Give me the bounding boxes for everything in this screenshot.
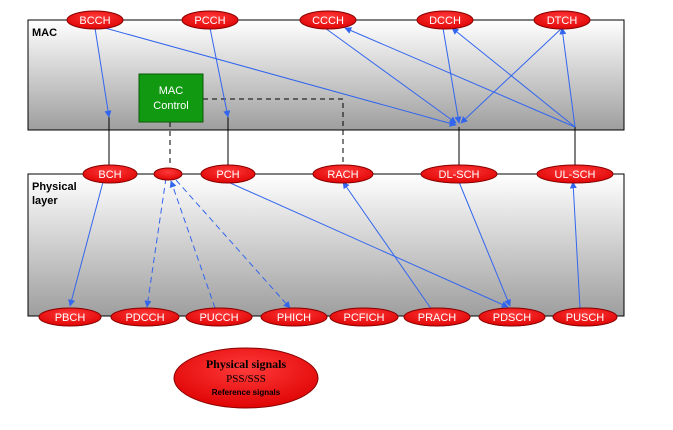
oval-pucch: PUCCH: [185, 307, 253, 327]
physical-signals-ellipse: Physical signals PSS/SSS Reference signa…: [173, 347, 319, 409]
arrow-bcch-to-bch: [94, 27, 112, 118]
oval-ccch: CCCH: [299, 10, 357, 30]
oval-phich: PHICH: [260, 307, 328, 327]
svg-text:PUCCH: PUCCH: [199, 312, 238, 324]
mac-logical-channels: BCCH PCCH CCCH DCCH DTCH: [66, 10, 591, 30]
physical-signals-title: Physical signals: [206, 357, 287, 371]
arrow-ulsch-to-ccch: [344, 27, 576, 128]
vertical-connectors: [108, 117, 576, 167]
svg-text:DTCH: DTCH: [547, 15, 578, 27]
physical-layer-title-line2: layer: [32, 195, 58, 207]
arrow-bcch-to-dlsch: [104, 27, 457, 127]
arrow-ctrl-to-phich: [175, 179, 291, 309]
channel-mapping-arrows: [68, 27, 581, 311]
oval-pbch: PBCH: [38, 307, 102, 327]
arrow-dlsch-to-pdsch: [458, 181, 511, 307]
oval-pch: PCH: [200, 164, 256, 184]
oval-control-transport: [153, 167, 183, 181]
arrow-pusch-to-ulsch: [569, 181, 581, 309]
svg-text:PCH: PCH: [216, 169, 239, 181]
mac-control-box: MAC Control: [138, 73, 204, 123]
svg-text:UL-SCH: UL-SCH: [555, 169, 596, 181]
oval-rach: RACH: [312, 164, 374, 184]
physical-signals-reference: Reference signals: [212, 388, 281, 397]
oval-pdcch: PDCCH: [110, 307, 180, 327]
arrow-pcch-to-pch: [209, 27, 231, 118]
mac-control-to-rach-line: [203, 98, 344, 166]
arrow-ctrl-to-pdcch: [144, 177, 167, 308]
mac-control-label-line1: MAC: [159, 85, 184, 97]
arrow-prach-to-rach: [342, 181, 433, 311]
oval-bch: BCH: [82, 164, 138, 184]
arrow-pucch-to-ctrl: [169, 180, 216, 309]
oval-pcch: PCCH: [181, 10, 239, 30]
transport-channels: BCH PCH RACH DL-SCH UL-SCH: [82, 164, 614, 184]
oval-bcch: BCCH: [66, 10, 124, 30]
svg-text:PRACH: PRACH: [418, 312, 457, 324]
svg-text:CCCH: CCCH: [312, 15, 344, 27]
svg-text:PHICH: PHICH: [277, 312, 311, 324]
svg-text:BCCH: BCCH: [79, 15, 110, 27]
arrow-ccch-to-dlsch: [324, 27, 457, 124]
mac-layer-title: MAC: [32, 27, 57, 39]
svg-text:PBCH: PBCH: [55, 312, 86, 324]
svg-text:DL-SCH: DL-SCH: [439, 169, 480, 181]
oval-dtch: DTCH: [533, 10, 591, 30]
oval-pdsch: PDSCH: [478, 307, 546, 327]
mac-layer-box: [27, 19, 625, 131]
mac-control-label-line2: Control: [153, 100, 188, 112]
svg-text:PCCH: PCCH: [194, 15, 225, 27]
physical-layer-box: [27, 173, 625, 317]
physical-channels: PBCH PDCCH PUCCH PHICH PCFICH PRACH PDSC…: [38, 307, 618, 327]
svg-text:PDSCH: PDSCH: [493, 312, 532, 324]
oval-dcch: DCCH: [416, 10, 474, 30]
oval-prach: PRACH: [403, 307, 471, 327]
arrow-ulsch-to-dtch: [559, 27, 576, 128]
svg-text:PUSCH: PUSCH: [566, 312, 605, 324]
mac-control-dashed-lines: [169, 98, 344, 167]
svg-text:DCCH: DCCH: [429, 15, 461, 27]
svg-text:PCFICH: PCFICH: [344, 312, 385, 324]
oval-ulsch: UL-SCH: [536, 164, 614, 184]
arrow-bch-to-pbch: [68, 181, 104, 307]
physical-signals-pss-sss: PSS/SSS: [226, 373, 266, 385]
svg-text:RACH: RACH: [327, 169, 358, 181]
arrow-dcch-to-dlsch: [442, 27, 462, 124]
arrow-ulsch-to-dcch: [451, 27, 576, 128]
oval-pcfich: PCFICH: [329, 307, 399, 327]
physical-layer-title: Physical: [32, 181, 77, 193]
oval-dlsch: DL-SCH: [420, 164, 498, 184]
oval-pusch: PUSCH: [552, 307, 618, 327]
svg-text:PDCCH: PDCCH: [125, 312, 164, 324]
arrow-pch-to-pdsch: [227, 181, 509, 308]
svg-text:BCH: BCH: [98, 169, 121, 181]
